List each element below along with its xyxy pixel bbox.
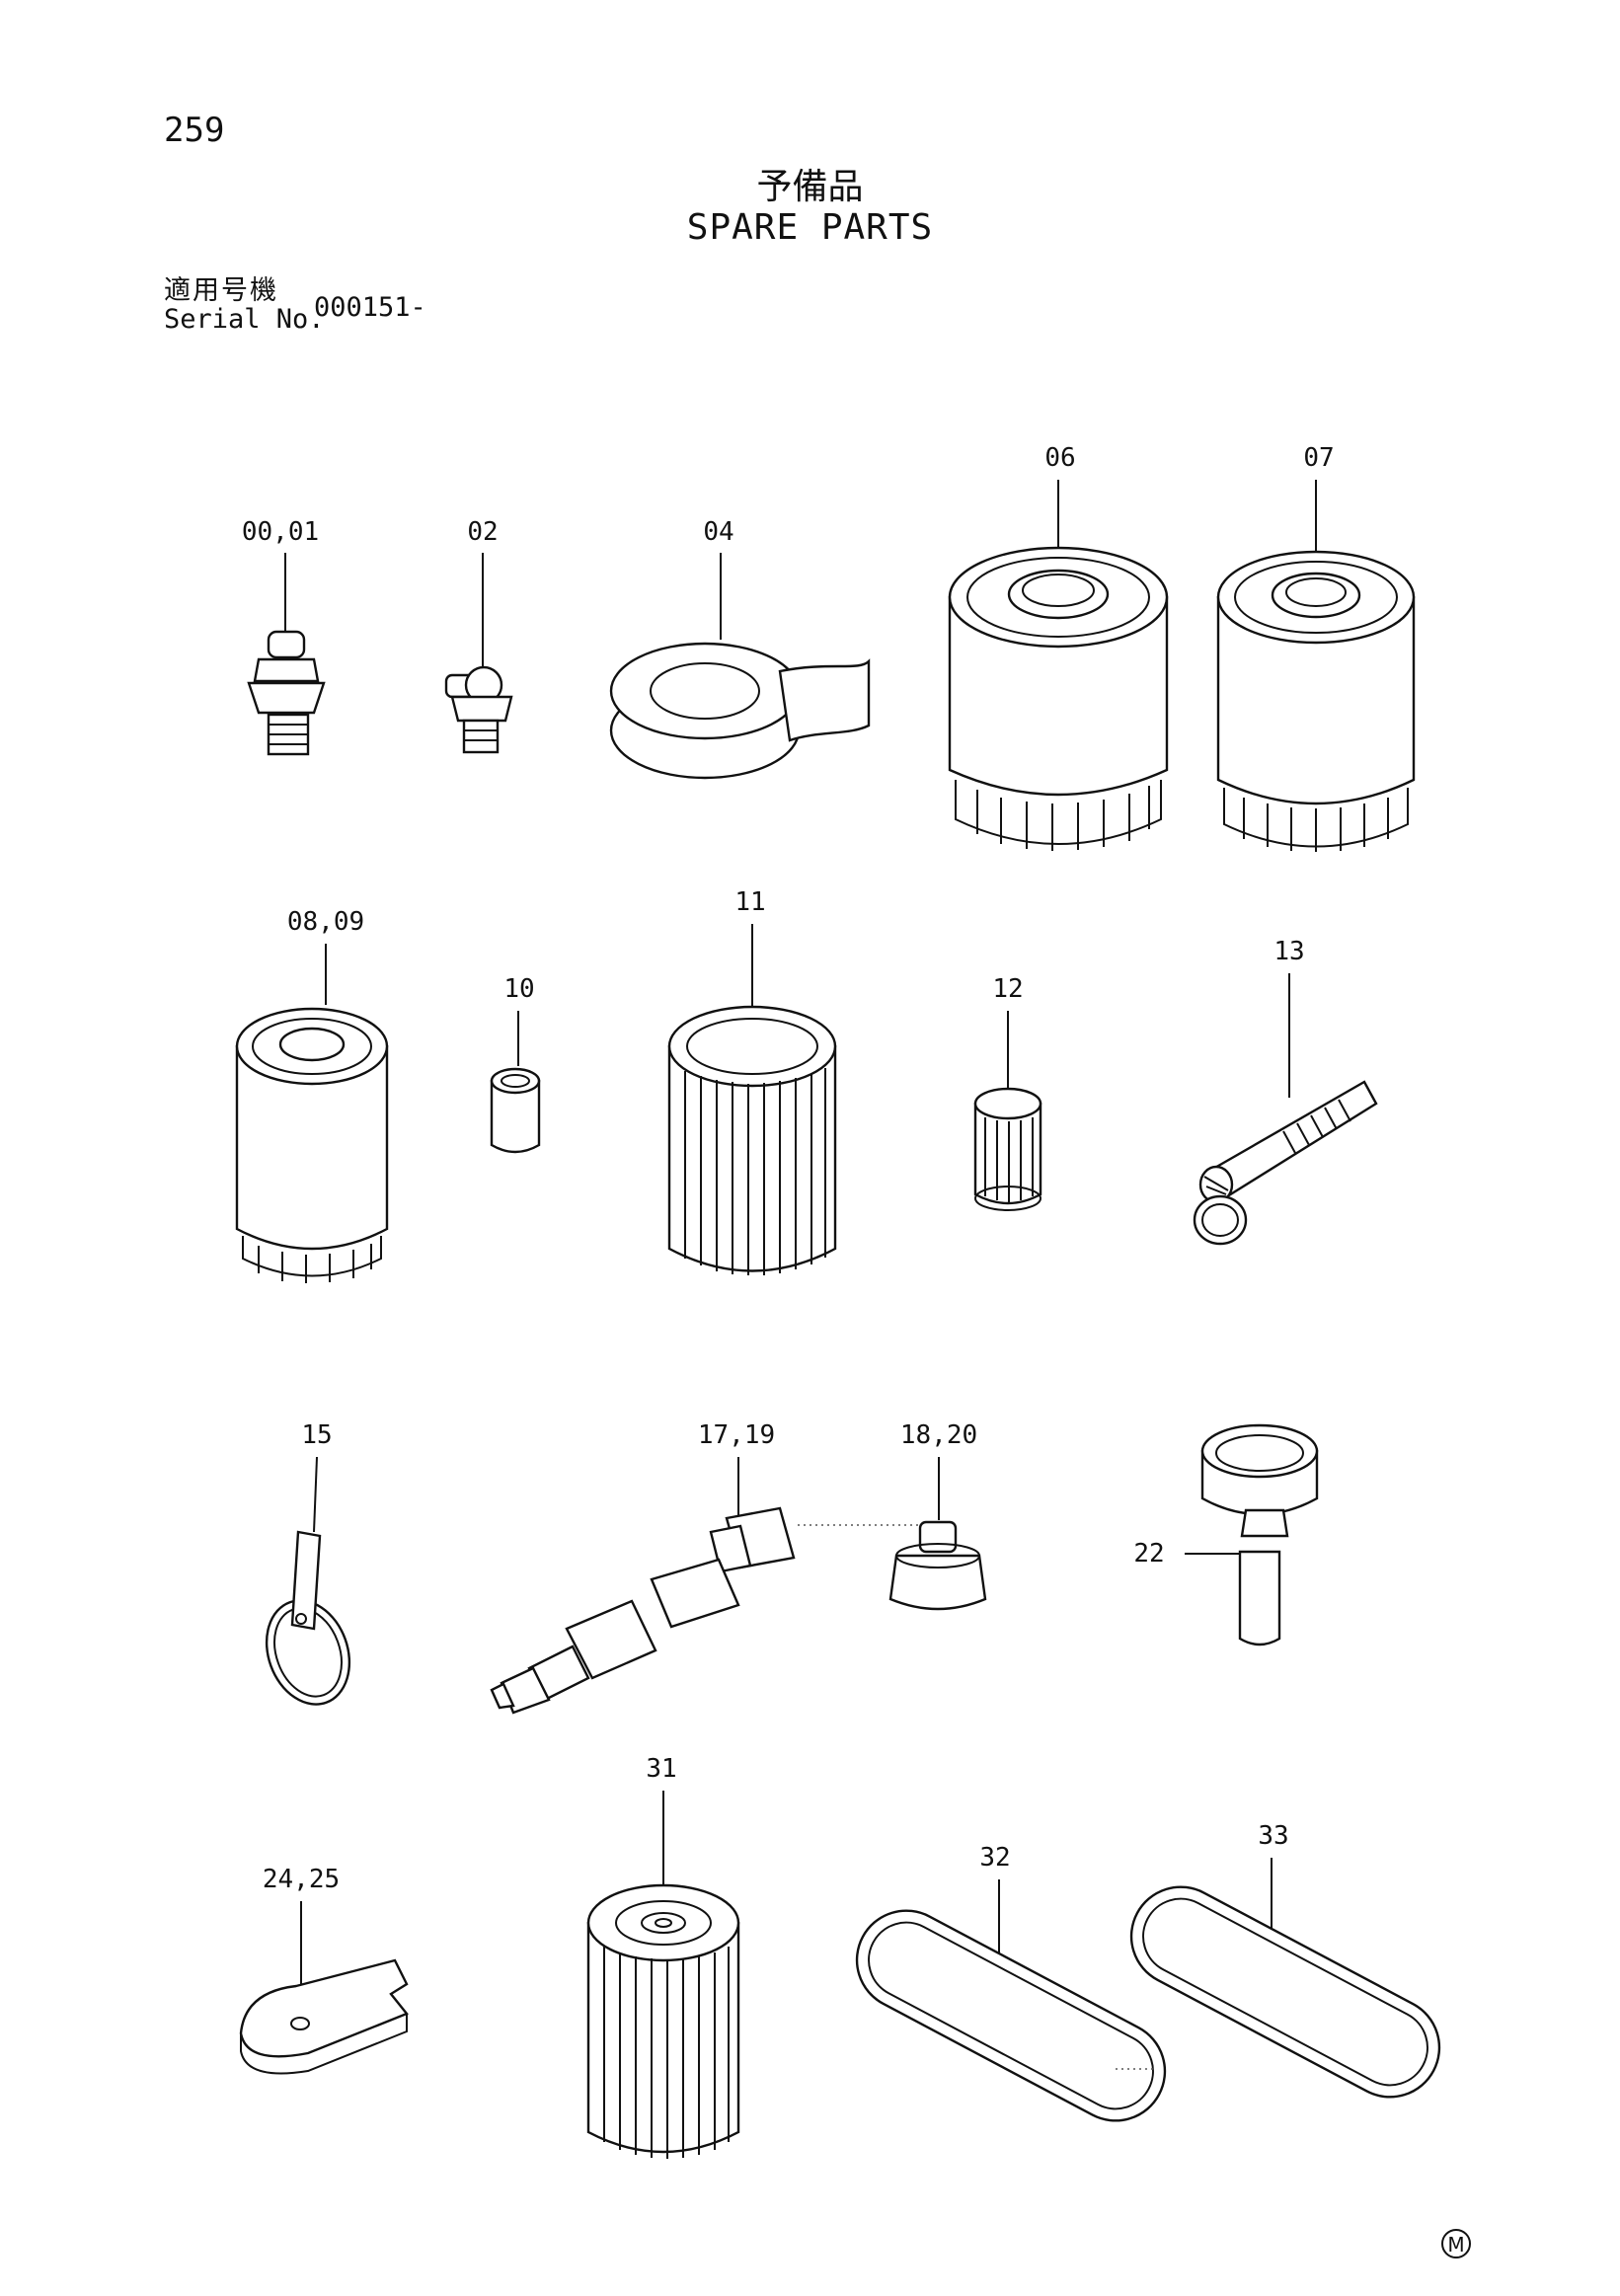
part-label: 02	[467, 517, 498, 547]
v-belt-icon[interactable]: 32	[839, 1843, 1182, 2138]
element-filter-icon[interactable]: 31	[586, 1754, 740, 2159]
serial-label-jp: 適用号機	[164, 275, 278, 306]
page-number: 259	[164, 111, 225, 150]
part-label: 18,20	[900, 1420, 977, 1450]
part-label: 32	[979, 1843, 1010, 1873]
o-ring-with-tag-icon[interactable]: 15	[253, 1420, 363, 1716]
part-label: 33	[1258, 1821, 1288, 1851]
part-label: 15	[301, 1420, 332, 1450]
small-filter-icon[interactable]: 12	[973, 974, 1042, 1211]
part-label: 12	[992, 974, 1023, 1004]
m-mark-icon: M	[1441, 2229, 1471, 2258]
part-label: 06	[1044, 443, 1075, 473]
part-label: 10	[503, 974, 534, 1004]
grease-nipple-straight-icon[interactable]: 00,01	[242, 517, 326, 756]
wedge-icon[interactable]: 24,25	[239, 1865, 409, 2075]
adapter-icon[interactable]: 18,20	[798, 1420, 987, 1611]
element-filter-icon[interactable]: 11	[667, 887, 837, 1275]
filter-cartridge-icon[interactable]: 06	[948, 443, 1169, 851]
page-title-en: SPARE PARTS	[686, 207, 934, 248]
part-label: 08,09	[287, 907, 364, 937]
part-label: 22	[1133, 1539, 1164, 1569]
part-label: 04	[703, 517, 733, 547]
serial-label-en: Serial No.	[164, 304, 325, 335]
strainer-icon[interactable]: 13	[1193, 937, 1378, 1246]
funnel-icon[interactable]: 22	[1133, 1423, 1319, 1646]
part-label: 07	[1303, 443, 1334, 473]
part-label: 17,19	[698, 1420, 775, 1450]
page-title-jp: 予備品	[756, 167, 864, 207]
v-belt-icon[interactable]: 33	[1114, 1821, 1456, 2114]
grease-nipple-angled-icon[interactable]: 02	[444, 517, 513, 754]
filter-cartridge-icon[interactable]: 07	[1216, 443, 1416, 852]
hose-icon[interactable]: 17,19	[490, 1420, 796, 1715]
part-label: 13	[1273, 937, 1304, 966]
svg-text:M: M	[1447, 2233, 1464, 2257]
seal-tape-icon[interactable]: 04	[609, 517, 871, 780]
part-label: 11	[734, 887, 765, 917]
part-label: 00,01	[242, 517, 319, 547]
sleeve-icon[interactable]: 10	[490, 974, 541, 1154]
serial-value: 000151-	[314, 292, 426, 323]
part-label: 31	[646, 1754, 676, 1784]
part-label: 24,25	[263, 1865, 340, 1894]
filter-element-tall-icon[interactable]: 08,09	[235, 907, 389, 1283]
